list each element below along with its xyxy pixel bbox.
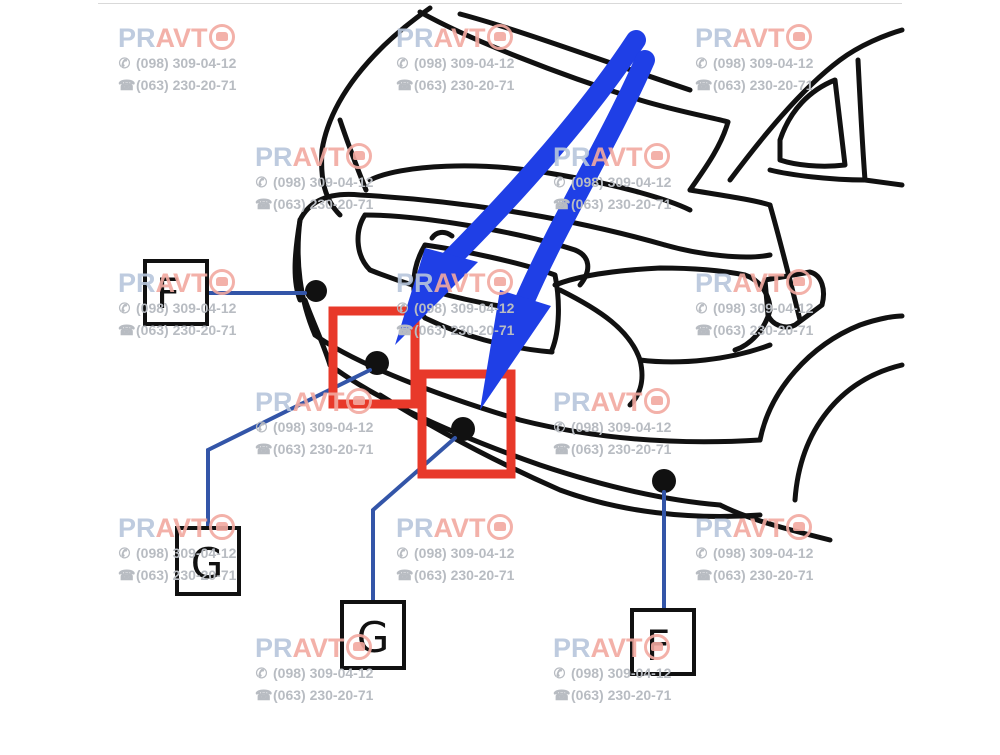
sensor-right (652, 469, 676, 493)
label-g-center: G (357, 613, 390, 662)
label-f-right: F (646, 621, 670, 670)
highlight-box-center (417, 369, 516, 479)
highlight-boxes (328, 306, 516, 479)
highlight-box-left (328, 306, 420, 409)
blue-arrows (435, 30, 655, 310)
sensor-center (451, 417, 475, 441)
leader-lines (203, 291, 666, 612)
label-g-left: G (191, 539, 224, 588)
label-f-left: F (156, 269, 180, 318)
arrow-heads (395, 248, 551, 410)
top-border (98, 3, 902, 4)
sensor-left-outer (305, 280, 327, 302)
